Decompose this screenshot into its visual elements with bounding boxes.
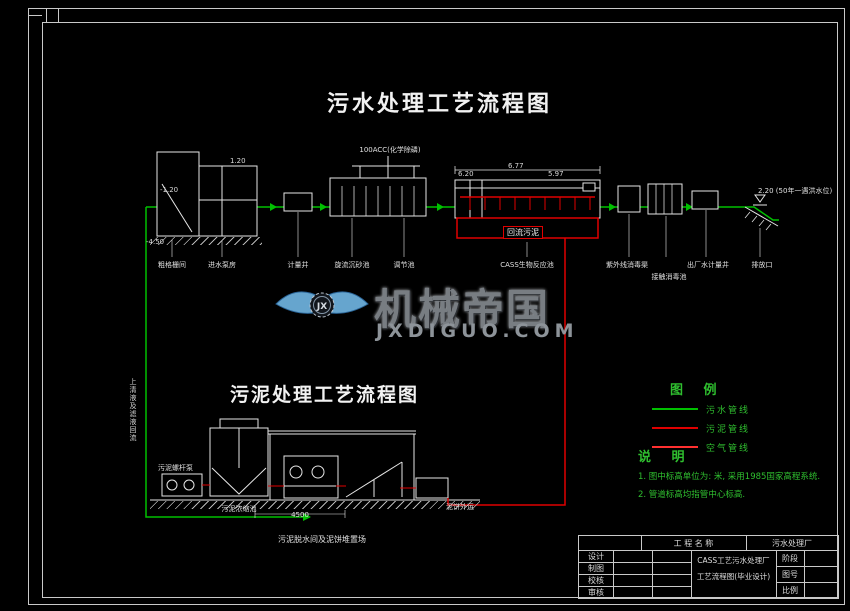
elevation-label: -4.50 (146, 238, 165, 246)
legend-label: 污水管线 (706, 406, 751, 416)
sludge-pump (161, 473, 203, 497)
cake-hopper (415, 477, 449, 499)
notes: 说 明 1. 图中标高单位为: 米, 采用1985国家高程系统. 2. 管道标高… (638, 446, 843, 502)
sludge-title: 污泥处理工艺流程图 (230, 384, 420, 406)
structures (150, 151, 779, 518)
belt-press (283, 455, 339, 499)
drawing-title-line1: CASS工艺污水处理厂 (697, 555, 770, 565)
meta-number-label: 图号 (782, 569, 798, 579)
ground-hatch (150, 501, 480, 509)
title-block: 工 程 名 称 污水处理厂 设计 制图 校核 审核 CASS工艺污水处理厂 工艺… (578, 535, 839, 599)
dewatering-shed (268, 430, 416, 500)
sludge-air-pipelines (202, 196, 599, 506)
cake-conveyor (345, 461, 403, 498)
dosing-note: 100ACC(化学除磷) (359, 146, 421, 154)
sewage-pipeline (145, 206, 779, 518)
elevation-label: -1.20 (160, 186, 179, 194)
sewage-flow-arrows (270, 203, 693, 521)
watermark-domain: JXDIGUO.COM (376, 320, 579, 342)
page-title: 污水处理工艺流程图 (327, 92, 553, 117)
legend-label: 污泥管线 (706, 425, 751, 435)
tank-uv (617, 185, 641, 213)
process-label: 紫外线消毒渠 (606, 261, 648, 269)
process-label: 旋流沉砂池 (334, 261, 370, 269)
sign-row-check: 校核 (588, 575, 604, 585)
air-line-swatch (652, 446, 698, 448)
elevation-label: 6.20 (458, 170, 474, 178)
legend-label: 空气管线 (706, 444, 751, 454)
process-label: 计量井 (287, 261, 309, 269)
sign-row-design: 设计 (588, 551, 604, 561)
note-item: 1. 图中标高单位为: 米, 采用1985国家高程系统. (638, 472, 821, 482)
dimension-label: 4500 (291, 511, 309, 519)
legend-title: 图 例 (670, 383, 725, 398)
decanter (582, 182, 596, 192)
tank-inlet-pump (198, 165, 258, 237)
fold-mark (28, 15, 42, 16)
fold-mark (58, 8, 59, 22)
watermark: JX 机械帝国 JXDIGUO.COM (272, 270, 602, 346)
process-label: 污泥浓缩池 (221, 505, 257, 513)
gear-monogram: JX (316, 302, 327, 312)
process-label: 粗格栅间 (158, 261, 186, 269)
notes-title: 说 明 (638, 450, 693, 465)
project-name-label: 工 程 名 称 (673, 538, 714, 548)
sludge-line-swatch (652, 427, 698, 429)
legend: 图 例 污水管线 污泥管线 空气管线 (650, 379, 820, 455)
process-label: 调节池 (393, 261, 415, 269)
project-name-value: 污水处理厂 (772, 538, 812, 548)
legend-item-sewage: 污水管线 (650, 402, 820, 417)
process-label: 污泥脱水间及泥饼堆置场 (278, 535, 366, 544)
elevation-label: 5.97 (548, 170, 564, 178)
sign-row-review: 审核 (588, 587, 604, 597)
legend-item-sludge: 污泥管线 (650, 421, 820, 436)
elevation-label: 6.77 (508, 162, 524, 170)
meta-stage-label: 阶段 (782, 553, 798, 563)
outer-border (28, 8, 845, 605)
watermark-logo: JX (275, 291, 369, 318)
process-label: 接触消毒池 (651, 273, 687, 281)
thickener-bridge (219, 418, 259, 429)
process-label: CASS生物反应池 (500, 261, 554, 269)
process-label: 进水泵房 (208, 261, 236, 269)
elevation-label: 1.20 (230, 157, 246, 165)
water-level-icon (753, 194, 767, 206)
tank-cass (454, 179, 601, 219)
process-label: 排放口 (751, 261, 773, 269)
tank-meter-well (283, 192, 313, 212)
process-label: 泥饼外运 (446, 503, 474, 511)
tank-contact (647, 183, 683, 215)
tank-outlet-meter (691, 190, 719, 210)
fold-mark (46, 8, 47, 22)
tank-coarse-screen (156, 151, 200, 237)
ground-hatch (150, 237, 262, 245)
note-item: 2. 管道标高均指管中心标高. (638, 490, 746, 501)
supernatant-return-label: 上清液及滤液回流 (129, 378, 137, 442)
process-label: 出厂水计量井 (687, 261, 729, 269)
sewage-line-swatch (652, 408, 698, 410)
legend-item-air: 空气管线 (650, 440, 820, 455)
watermark-brand: 机械帝国 (374, 285, 551, 334)
return-sludge-label: 回流污泥 (503, 226, 543, 239)
inner-border (42, 22, 838, 598)
process-label: 污泥螺杆泵 (158, 464, 193, 472)
flood-level-label: 2.20 (50年一遇洪水位) (758, 187, 833, 195)
meta-scale-label: 比例 (782, 585, 798, 595)
drawing-title-line2: 工艺流程图(毕业设计) (696, 571, 771, 581)
sign-row-draft: 制图 (588, 563, 604, 573)
